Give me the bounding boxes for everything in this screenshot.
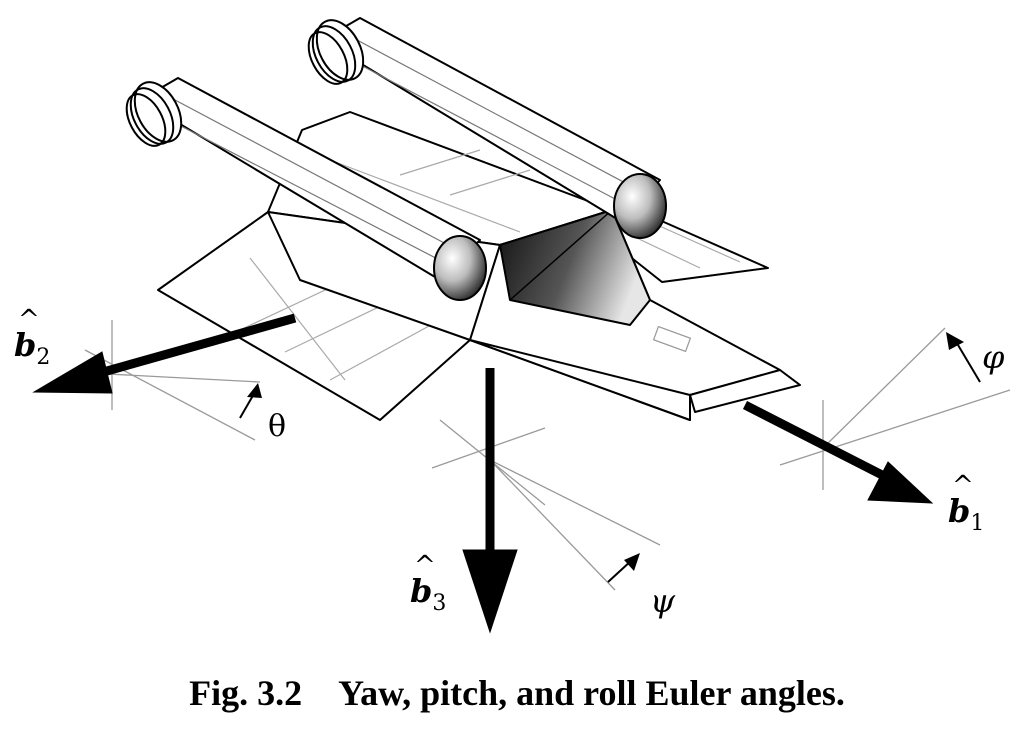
b2-axis-arrowhead bbox=[32, 351, 113, 394]
b3-axis-arrowhead bbox=[462, 549, 518, 634]
figure-caption: Fig. 3.2 Yaw, pitch, and roll Euler angle… bbox=[189, 673, 845, 713]
b1-axis-arrowhead bbox=[867, 461, 934, 504]
caption-text: Yaw, pitch, and roll Euler angles. bbox=[338, 673, 845, 713]
psi-label: ψ bbox=[650, 582, 676, 620]
cockpit-detail bbox=[653, 326, 691, 352]
b1-label: b1 bbox=[948, 492, 984, 536]
b3-hat: ^ bbox=[414, 551, 436, 581]
caption-label: Fig. 3.2 bbox=[189, 673, 302, 713]
angle-arrows bbox=[239, 332, 981, 583]
b2-label: b2 bbox=[14, 326, 50, 370]
left-engine-nose bbox=[433, 235, 487, 301]
theta-label: θ bbox=[268, 409, 286, 444]
theta-arrowhead bbox=[247, 383, 262, 398]
phi-label: φ bbox=[982, 338, 1005, 376]
nose-bottom bbox=[469, 339, 691, 421]
psi-arrowhead bbox=[624, 553, 640, 571]
phi-arc bbox=[957, 344, 981, 383]
b1-hat: ^ bbox=[952, 471, 974, 501]
angle-labels: θ ψ φ bbox=[268, 338, 1005, 620]
nose-tip bbox=[689, 369, 801, 413]
b1-axis-shaft bbox=[742, 400, 891, 483]
b2-hat: ^ bbox=[18, 305, 40, 335]
right-engine-nose bbox=[613, 173, 667, 239]
deck-panel-lines bbox=[329, 149, 531, 233]
b2-axis-shaft bbox=[80, 313, 297, 383]
axis-labels: b2 ^ b3 ^ b1 ^ bbox=[14, 305, 984, 616]
aircraft-drawing bbox=[125, 17, 801, 421]
right-engine bbox=[307, 17, 667, 239]
canopy bbox=[499, 209, 651, 326]
body-axes bbox=[32, 313, 934, 634]
left-engine bbox=[125, 77, 487, 301]
b3-label: b3 bbox=[410, 572, 446, 616]
phi-arrowhead bbox=[946, 332, 964, 350]
